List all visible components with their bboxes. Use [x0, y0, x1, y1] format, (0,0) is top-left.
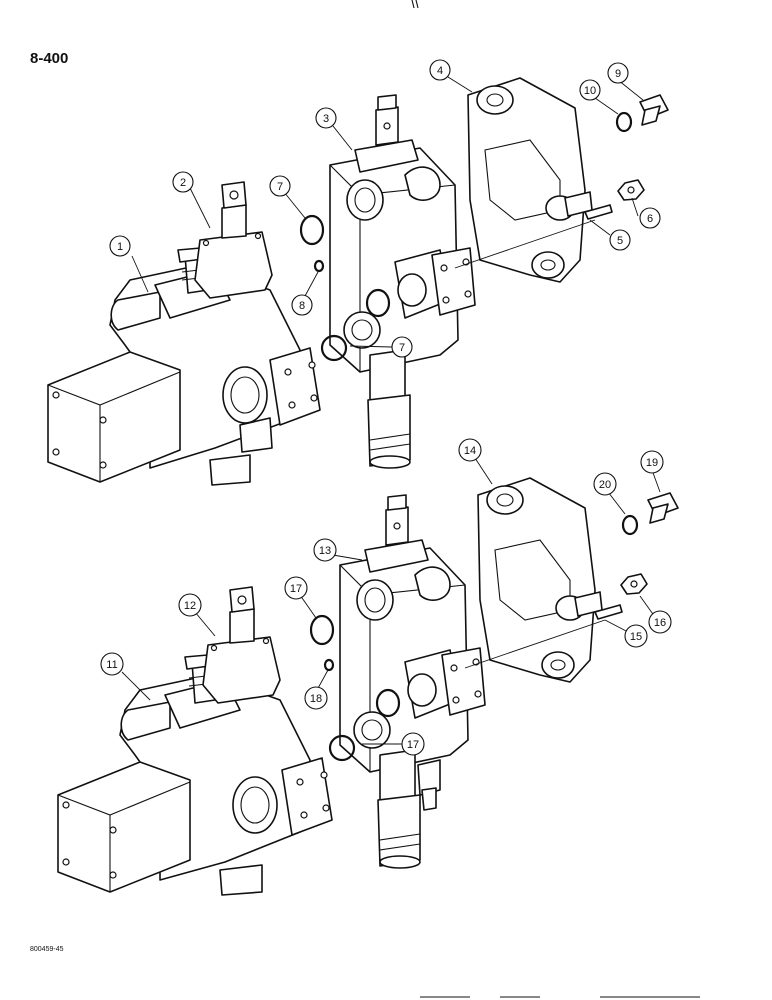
svg-text:10: 10 [584, 85, 596, 97]
plug-upper [639, 94, 669, 126]
callout-18: 18 [304, 686, 328, 710]
small-o-ring-lower [323, 658, 335, 672]
callout-11: 11 [100, 652, 124, 676]
work-section-lower [339, 494, 486, 869]
tie-rod-lower [464, 619, 606, 669]
callout-2: 2 [172, 171, 194, 193]
lower-assembly [57, 477, 679, 896]
svg-text:19: 19 [646, 457, 658, 469]
end-cover-upper [467, 77, 593, 283]
callout-12: 12 [178, 593, 202, 617]
callout-15: 15 [624, 624, 648, 648]
spool-section-lower [202, 586, 281, 704]
svg-text:16: 16 [654, 617, 666, 629]
svg-text:15: 15 [630, 631, 642, 643]
o-ring-upper-c [320, 334, 348, 362]
callouts: 1 2 3 4 5 6 7 7 8 9 10 11 12 13 14 15 16… [100, 59, 672, 756]
callout-9: 9 [607, 62, 629, 84]
top-edge-mark [411, 0, 419, 9]
callout-7a: 7 [269, 175, 291, 197]
o-ring-upper-a [299, 214, 325, 246]
callout-14: 14 [458, 438, 482, 462]
small-o-ring-upper [313, 259, 325, 273]
callout-20: 20 [593, 472, 617, 496]
callout-7b: 7 [391, 336, 413, 358]
callout-1: 1 [109, 235, 131, 257]
callout-6: 6 [639, 207, 661, 229]
svg-text:9: 9 [615, 68, 621, 80]
svg-text:7: 7 [277, 181, 283, 193]
spool-section-upper [194, 181, 273, 299]
svg-text:17: 17 [407, 739, 419, 751]
callout-16: 16 [648, 610, 672, 634]
svg-text:4: 4 [437, 65, 443, 77]
svg-text:1: 1 [117, 241, 123, 253]
callout-17b: 17 [401, 732, 425, 756]
svg-text:18: 18 [310, 693, 322, 705]
svg-text:5: 5 [617, 235, 623, 247]
callout-8: 8 [291, 294, 313, 316]
o-ring-upper-plug [615, 111, 633, 133]
tie-rod-upper [454, 219, 596, 269]
svg-text:8: 8 [299, 300, 305, 312]
o-ring-lower-a [309, 614, 335, 646]
callout-3: 3 [315, 107, 337, 129]
callout-4: 4 [429, 59, 451, 81]
figure-code: 800459-45 [30, 946, 64, 953]
end-cover-lower [477, 477, 603, 683]
inlet-section-upper [47, 246, 321, 486]
svg-text:6: 6 [647, 213, 653, 225]
svg-text:11: 11 [106, 659, 117, 671]
o-ring-lower-b [375, 688, 401, 718]
svg-text:20: 20 [599, 479, 611, 491]
callout-10: 10 [579, 79, 601, 101]
callout-13: 13 [313, 538, 337, 562]
svg-text:13: 13 [319, 545, 331, 557]
work-section-upper [329, 94, 476, 469]
callout-17a: 17 [284, 576, 308, 600]
o-ring-upper-b [365, 288, 391, 318]
svg-text:12: 12 [184, 600, 196, 612]
callout-5: 5 [609, 229, 631, 251]
page-number: 8-400 [30, 50, 69, 67]
o-ring-lower-c [328, 734, 356, 762]
svg-text:17: 17 [290, 583, 302, 595]
upper-assembly [47, 77, 669, 486]
plug-lower [647, 492, 679, 524]
svg-text:2: 2 [180, 177, 186, 189]
o-ring-lower-plug [621, 514, 639, 536]
svg-text:3: 3 [323, 113, 329, 125]
svg-text:14: 14 [464, 445, 476, 457]
inlet-section-lower [57, 653, 333, 896]
callout-19: 19 [640, 450, 664, 474]
svg-text:7: 7 [399, 342, 405, 354]
